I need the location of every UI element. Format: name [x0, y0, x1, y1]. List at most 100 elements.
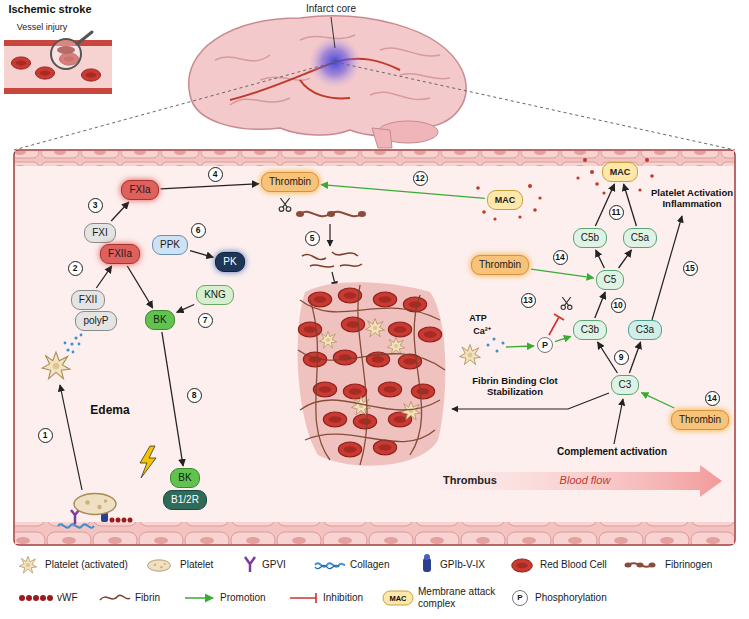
reaction-arrow — [177, 305, 195, 313]
thrombus-illustration — [388, 322, 411, 337]
complement-arrows — [614, 399, 623, 444]
mac-dots — [576, 176, 579, 179]
reaction-arrow — [595, 292, 605, 318]
mac-pill: MAC — [487, 190, 524, 210]
callout-number: 5 — [305, 231, 320, 246]
node-text: FXIIa — [108, 248, 132, 260]
reaction-arrow — [161, 184, 259, 189]
promotion-arrow — [321, 185, 485, 199]
phosphorylation-platelet — [496, 350, 499, 353]
callout-number: 9 — [614, 350, 629, 365]
legend-icons — [185, 597, 213, 599]
brain-illustration — [372, 128, 392, 148]
peptide-pill: BK — [145, 310, 174, 330]
callout-number: 14 — [705, 391, 720, 406]
legend-text: Promotion — [220, 592, 266, 604]
zoom-lines — [331, 17, 335, 48]
adherent-platelet — [122, 518, 127, 523]
vessel-injury-illustration — [4, 32, 112, 94]
mac-dots — [638, 188, 641, 191]
node-text: C3b — [581, 324, 599, 336]
adherent-platelet — [58, 494, 133, 528]
reaction-arrow — [624, 184, 637, 226]
zoom-lines — [14, 17, 735, 150]
adherent-platelet — [128, 518, 133, 523]
mac-pill: MAC — [602, 162, 639, 182]
legend-text: Membrane attack complex — [418, 586, 506, 610]
adherent-platelet — [116, 518, 121, 523]
factor-pill: FXI — [84, 223, 116, 243]
legend-icons — [40, 595, 46, 601]
effect-label: Platelet Activation Inflammation — [641, 187, 743, 210]
node-text: FXII — [79, 294, 97, 306]
legend-text: GPVI — [262, 559, 286, 571]
legend-icon-text: P — [517, 593, 522, 603]
brain-illustration — [215, 35, 450, 105]
phosphorylation-platelet — [487, 344, 490, 347]
mac-dots — [476, 158, 654, 221]
reaction-arrow — [111, 202, 129, 221]
node-text: Thrombin — [479, 259, 521, 271]
thrombus-illustration — [298, 285, 445, 465]
complement-arrows — [652, 216, 682, 320]
fibrinogen-cleavage — [279, 198, 366, 288]
mac-dots — [538, 196, 541, 199]
mac-dots — [476, 186, 480, 190]
legend-text: vWF — [57, 592, 78, 604]
complement-pill: C5b — [573, 228, 607, 248]
legend-text: Platelet — [180, 559, 213, 571]
promotion-arrow — [555, 336, 571, 341]
node-text: polyP — [83, 315, 108, 327]
phosphorylation-platelet — [502, 342, 505, 345]
node-text: C3 — [619, 379, 632, 391]
thrombus-illustration — [319, 331, 336, 348]
legend-icons — [625, 563, 632, 568]
factor-pill: KNG — [196, 285, 234, 305]
thrombus-illustration — [323, 412, 346, 427]
complement-pill: C3 — [611, 375, 640, 395]
legend-icons — [19, 554, 656, 606]
legend-icons — [383, 591, 413, 605]
molecule-label: ATP — [469, 313, 486, 324]
legend-icons — [628, 563, 652, 566]
reaction-arrow — [629, 342, 640, 373]
peptide-pill: BK — [170, 468, 199, 488]
fibrinogen-cleavage — [296, 211, 304, 217]
legend-text: Inhibition — [323, 592, 363, 604]
activated-platelet — [74, 336, 77, 339]
mac-dots — [528, 184, 532, 188]
callout-number: 8 — [187, 388, 202, 403]
legend-icons — [19, 556, 36, 573]
flow-label: Blood flow — [560, 474, 611, 487]
activated-platelet — [70, 342, 73, 345]
legend-text: GPIb-V-IX — [440, 559, 485, 571]
node-text: C5a — [631, 232, 649, 244]
callout-number: 2 — [68, 261, 83, 276]
legend-icons — [245, 557, 255, 572]
node-text: Thrombin — [269, 176, 311, 188]
edema-lightning — [140, 446, 156, 478]
adherent-platelet — [71, 510, 79, 524]
complement-pill: C5a — [623, 228, 657, 248]
phosphorylation-platelet — [561, 297, 572, 309]
node-text: MAC — [610, 166, 631, 178]
factor-pill: FXII — [71, 290, 105, 310]
vessel-injury-illustration — [11, 57, 30, 69]
node-text: PK — [223, 256, 236, 268]
legend-icons — [19, 595, 25, 601]
callout-number: 10 — [611, 298, 626, 313]
activated-platelet — [78, 343, 81, 346]
mac-dots — [583, 158, 587, 162]
node-text: BK — [178, 472, 191, 484]
reaction-arrow — [619, 250, 632, 268]
thrombus-illustration — [341, 317, 364, 332]
legend-text: Red Blood Cell — [540, 559, 607, 571]
callout-label: Infarct core — [306, 3, 356, 15]
node-text: C5 — [604, 274, 617, 286]
promotion-arrow — [531, 269, 594, 278]
polyp-pill: polyP — [75, 311, 116, 331]
node-text: MAC — [495, 194, 516, 206]
